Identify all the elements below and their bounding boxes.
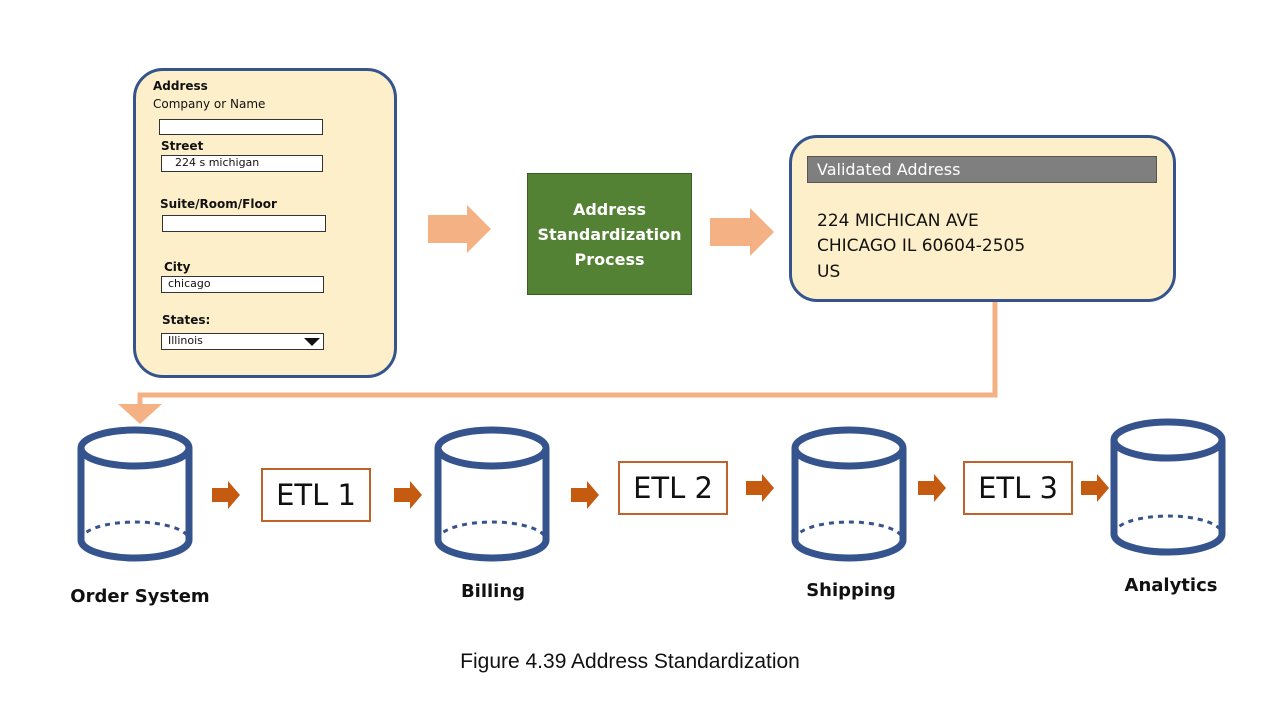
database-order-system-icon (77, 426, 193, 562)
label-billing: Billing (460, 581, 526, 602)
etl-arrow-1 (212, 481, 240, 509)
etl-arrow-5 (918, 474, 946, 502)
state-label: States: (162, 313, 211, 327)
connector-arrowhead (118, 404, 162, 424)
dropdown-arrow-icon[interactable] (304, 338, 320, 346)
etl-box-1: ETL 1 (261, 468, 371, 522)
etl-box-3: ETL 3 (963, 461, 1073, 515)
company-label: Company or Name (153, 97, 266, 111)
street-label: Street (161, 139, 204, 153)
database-analytics-icon (1110, 418, 1226, 556)
flow-arrow-form-to-process (428, 205, 491, 253)
label-order-system: Order System (70, 586, 210, 607)
state-select-value: Illinois (168, 334, 203, 347)
label-shipping: Shipping (806, 580, 896, 601)
city-label: City (164, 260, 191, 274)
validated-address-line-2: CHICAGO IL 60604-2505 (817, 236, 1026, 256)
validated-address-line-3: US (817, 262, 841, 282)
database-billing-icon (434, 426, 550, 562)
flow-arrow-process-to-validated (710, 208, 774, 256)
etl-box-2: ETL 2 (618, 461, 728, 515)
company-field[interactable] (159, 119, 323, 135)
label-analytics: Analytics (1124, 575, 1218, 596)
connector-validated-to-order-system (137, 297, 998, 406)
street-field[interactable]: 224 s michigan (161, 155, 323, 172)
validated-address-header: Validated Address (807, 156, 1157, 183)
state-select[interactable]: Illinois (161, 333, 324, 350)
etl-arrow-3 (571, 481, 599, 509)
etl-arrow-6 (1081, 474, 1109, 502)
etl-arrow-2 (394, 481, 422, 509)
suite-label: Suite/Room/Floor (160, 197, 277, 211)
figure-caption: Figure 4.39 Address Standardization (460, 650, 800, 673)
city-field[interactable]: chicago (161, 276, 324, 293)
standardization-process-box: Address Standardization Process (527, 173, 692, 295)
database-shipping-icon (791, 426, 907, 562)
form-heading: Address (153, 79, 208, 93)
etl-arrow-4 (746, 474, 774, 502)
validated-address-line-1: 224 MICHICAN AVE (817, 211, 979, 231)
suite-field[interactable] (162, 215, 326, 232)
